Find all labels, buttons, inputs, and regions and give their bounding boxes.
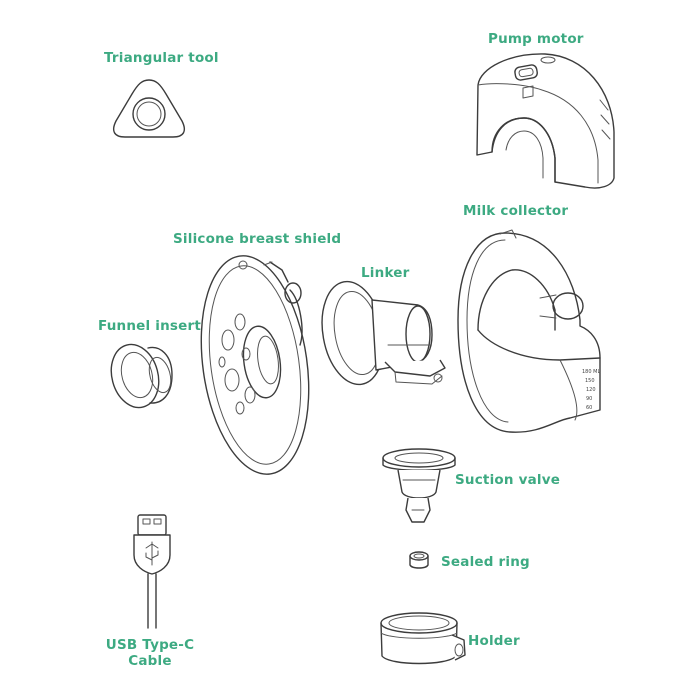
label-silicone-breast-shield: Silicone breast shield xyxy=(173,231,342,247)
silicone-breast-shield-icon xyxy=(200,255,310,475)
label-pump-motor: Pump motor xyxy=(488,31,584,47)
label-usb-cable-line1: USB Type-C xyxy=(105,637,195,653)
holder-icon xyxy=(380,612,466,665)
label-usb-cable: USB Type-C Cable xyxy=(100,637,200,669)
label-milk-collector: Milk collector xyxy=(463,203,569,219)
linker-icon xyxy=(321,280,446,386)
label-funnel-insert: Funnel insert xyxy=(98,318,202,334)
label-holder: Holder xyxy=(468,633,520,649)
sealed-ring-icon xyxy=(409,551,429,569)
label-usb-cable-line2: Cable xyxy=(128,653,172,669)
label-linker: Linker xyxy=(361,265,410,281)
milk-collector-icon: 180 ML 150 120 90 60 xyxy=(457,229,601,433)
suction-valve-icon xyxy=(382,448,456,523)
scale-mark-60: 60 xyxy=(586,405,592,411)
funnel-insert-icon xyxy=(110,343,173,409)
scale-mark-120: 120 xyxy=(586,387,596,393)
label-sealed-ring: Sealed ring xyxy=(441,554,530,570)
pump-motor-icon xyxy=(476,53,615,189)
label-suction-valve: Suction valve xyxy=(455,472,561,488)
scale-mark-90: 90 xyxy=(586,396,592,402)
scale-mark-180: 180 ML xyxy=(582,369,600,375)
scale-mark-150: 150 xyxy=(585,378,595,384)
label-triangular-tool: Triangular tool xyxy=(104,50,219,66)
triangular-tool-icon xyxy=(113,79,185,138)
usb-cable-icon xyxy=(133,514,171,629)
